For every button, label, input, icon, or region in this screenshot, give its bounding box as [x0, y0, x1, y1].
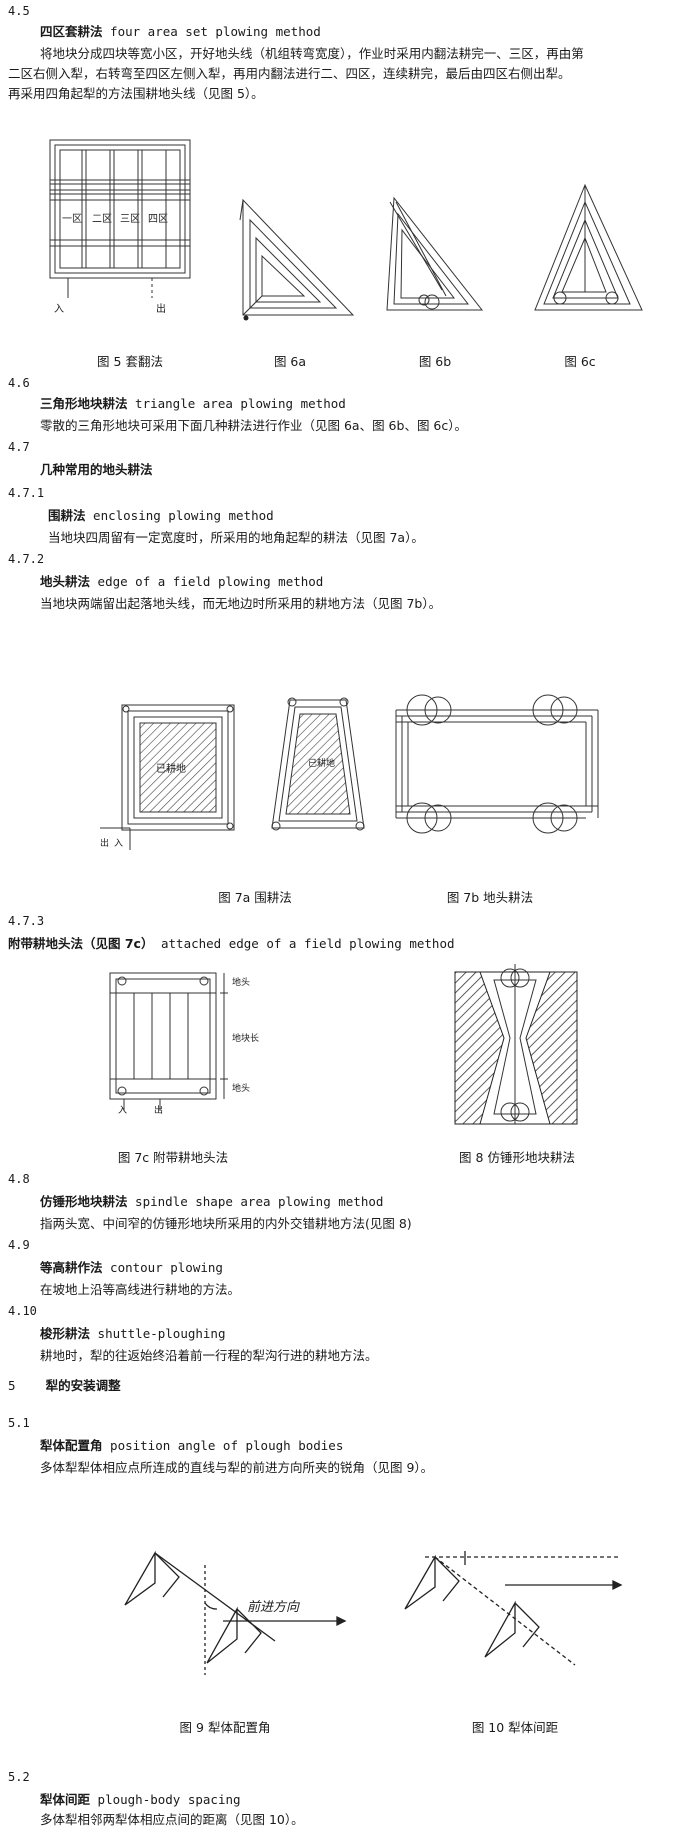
section-heading: 犁体间距 plough-body spacing	[40, 1792, 241, 1808]
zone-label: 一区	[62, 213, 82, 225]
figure-caption: 图 9 犁体配置角	[179, 1720, 271, 1735]
figure-caption: 图 10 犁体间距	[471, 1720, 559, 1735]
figure-7a-trapezoid-diagram: 已耕地	[268, 690, 368, 840]
heading-en: plough-body spacing	[97, 1792, 241, 1807]
heading-en: contour plowing	[110, 1260, 223, 1275]
heading-zh: 梭形耕法	[40, 1326, 91, 1341]
in-label: 入	[118, 1105, 127, 1116]
section-number: 5.1	[8, 1416, 30, 1430]
direction-label: 前进方向	[247, 1600, 300, 1615]
figure-caption: 图 7a 围耕法	[218, 890, 292, 905]
paragraph-line: 多体犁犁体相应点所连成的直线与犁的前进方向所夹的锐角（见图 9）。	[40, 1460, 434, 1475]
heading-en: enclosing plowing method	[93, 508, 274, 523]
figure-7b-diagram	[392, 690, 612, 840]
out-label: 出	[154, 1104, 163, 1116]
figure-7c-diagram: 地头 地块长 地头 入 出	[100, 965, 259, 1116]
plowed-label: 已耕地	[156, 762, 186, 775]
section-number: 4.8	[8, 1172, 30, 1186]
plowed-label: 已耕地	[308, 757, 335, 769]
zone-label: 二区	[92, 213, 112, 225]
paragraph-line: 二区右侧入犁，右转弯至四区左侧入犁，再用内翻法进行二、四区，连续耕完，最后由四区…	[8, 66, 571, 81]
heading-en: spindle shape area plowing method	[135, 1194, 384, 1209]
heading-en: position angle of plough bodies	[110, 1438, 344, 1453]
section-heading: 围耕法 enclosing plowing method	[48, 508, 274, 524]
zone-label: 三区	[120, 213, 140, 225]
heading-zh: 犁体配置角	[40, 1438, 103, 1453]
figure-7a-diagram: 已耕地 出 入	[100, 700, 240, 850]
paragraph-line: 再采用四角起犁的方法围耕地头线（见图 5）。	[8, 86, 264, 101]
heading-en: four area set plowing method	[110, 24, 321, 39]
section-number: 4.10	[8, 1304, 37, 1318]
section-heading: 仿锤形地块耕法 spindle shape area plowing metho…	[40, 1194, 383, 1210]
section-heading: 犁体配置角 position angle of plough bodies	[40, 1438, 343, 1454]
heading-zh: 地头耕法	[40, 574, 91, 589]
paragraph-line: 多体犁相邻两犁体相应点间的距离（见图 10）。	[40, 1812, 304, 1827]
section-number: 4.9	[8, 1238, 30, 1252]
heading-en: triangle area plowing method	[135, 396, 346, 411]
paragraph-line: 当地块两端留出起落地头线，而无地边时所采用的耕地方法（见图 7b）。	[40, 596, 442, 611]
heading-zh: 几种常用的地头耕法	[40, 462, 153, 477]
figure-8-diagram	[450, 958, 580, 1130]
heading-zh: 三角形地块耕法	[40, 396, 128, 411]
figure-10-diagram	[405, 1545, 625, 1675]
section-number: 5.2	[8, 1770, 30, 1784]
out-label: 出	[156, 302, 166, 315]
section-number: 4.7.1	[8, 486, 45, 500]
heading-en: attached edge of a field plowing method	[161, 936, 455, 951]
heading-zh: 四区套耕法	[40, 24, 103, 39]
field-length-label: 地块长	[232, 1032, 259, 1044]
paragraph-line: 将地块分成四块等宽小区，开好地头线（机组转弯宽度），作业时采用内翻法耕完一、三区…	[40, 46, 584, 61]
figure-caption: 图 5 套翻法	[97, 354, 163, 369]
heading-zh: 附带耕地头法（见图 7c）	[8, 936, 154, 951]
section-number: 4.6	[8, 376, 30, 390]
section-heading: 梭形耕法 shuttle-ploughing	[40, 1326, 225, 1342]
figure-6a-diagram	[238, 190, 358, 321]
heading-en: shuttle-ploughing	[97, 1326, 226, 1341]
paragraph-line: 零散的三角形地块可采用下面几种耕法进行作业（见图 6a、图 6b、图 6c）。	[40, 418, 467, 433]
paragraph-line: 耕地时，犁的往返始终沿着前一行程的犁沟行进的耕地方法。	[40, 1348, 378, 1363]
figure-caption: 图 6c	[564, 354, 596, 369]
paragraph-line: 当地块四周留有一定宽度时，所采用的地角起犁的耕法（见图 7a）。	[48, 530, 424, 545]
in-label: 入	[114, 838, 123, 849]
zone-label: 四区	[148, 213, 168, 225]
section-number: 4.7.3	[8, 914, 45, 928]
paragraph-line: 指两头宽、中间窄的仿锤形地块所采用的内外交错耕地方法(见图 8)	[40, 1216, 412, 1231]
section-heading: 地头耕法 edge of a field plowing method	[40, 574, 323, 590]
figure-5-diagram: 一区 二区 三区 四区 入 出	[40, 120, 190, 315]
figure-9-diagram: 前进方向	[125, 1545, 345, 1675]
section-heading: 附带耕地头法（见图 7c） attached edge of a field p…	[8, 936, 455, 952]
heading-zh: 围耕法	[48, 508, 86, 523]
headland-label: 地头	[232, 1082, 250, 1094]
heading-en: edge of a field plowing method	[97, 574, 324, 589]
section-heading: 几种常用的地头耕法	[40, 462, 153, 478]
figure-6c-diagram	[530, 180, 650, 320]
paragraph-line: 在坡地上沿等高线进行耕地的方法。	[40, 1282, 241, 1297]
heading-zh: 等高耕作法	[40, 1260, 103, 1275]
section-heading: 三角形地块耕法 triangle area plowing method	[40, 396, 346, 412]
headland-label: 地头	[232, 976, 250, 988]
section-heading: 四区套耕法 four area set plowing method	[40, 24, 321, 40]
figure-caption: 图 8 仿锤形地块耕法	[459, 1150, 575, 1165]
section-number: 4.5	[8, 4, 30, 18]
chapter-heading: 5 犁的安装调整	[8, 1378, 121, 1394]
figure-caption: 图 6a	[273, 354, 307, 369]
figure-caption: 图 7b 地头耕法	[446, 890, 534, 905]
out-label: 出	[100, 837, 109, 849]
section-number: 4.7	[8, 440, 30, 454]
section-number: 4.7.2	[8, 552, 45, 566]
figure-6b-diagram	[382, 190, 492, 320]
chapter-number: 5	[8, 1378, 16, 1393]
figure-caption: 图 7c 附带耕地头法	[117, 1150, 229, 1165]
heading-zh: 犁体间距	[40, 1792, 91, 1807]
chapter-title: 犁的安装调整	[45, 1378, 121, 1393]
heading-zh: 仿锤形地块耕法	[40, 1194, 128, 1209]
in-label: 入	[54, 304, 64, 315]
figure-caption: 图 6b	[418, 354, 452, 369]
section-heading: 等高耕作法 contour plowing	[40, 1260, 223, 1276]
